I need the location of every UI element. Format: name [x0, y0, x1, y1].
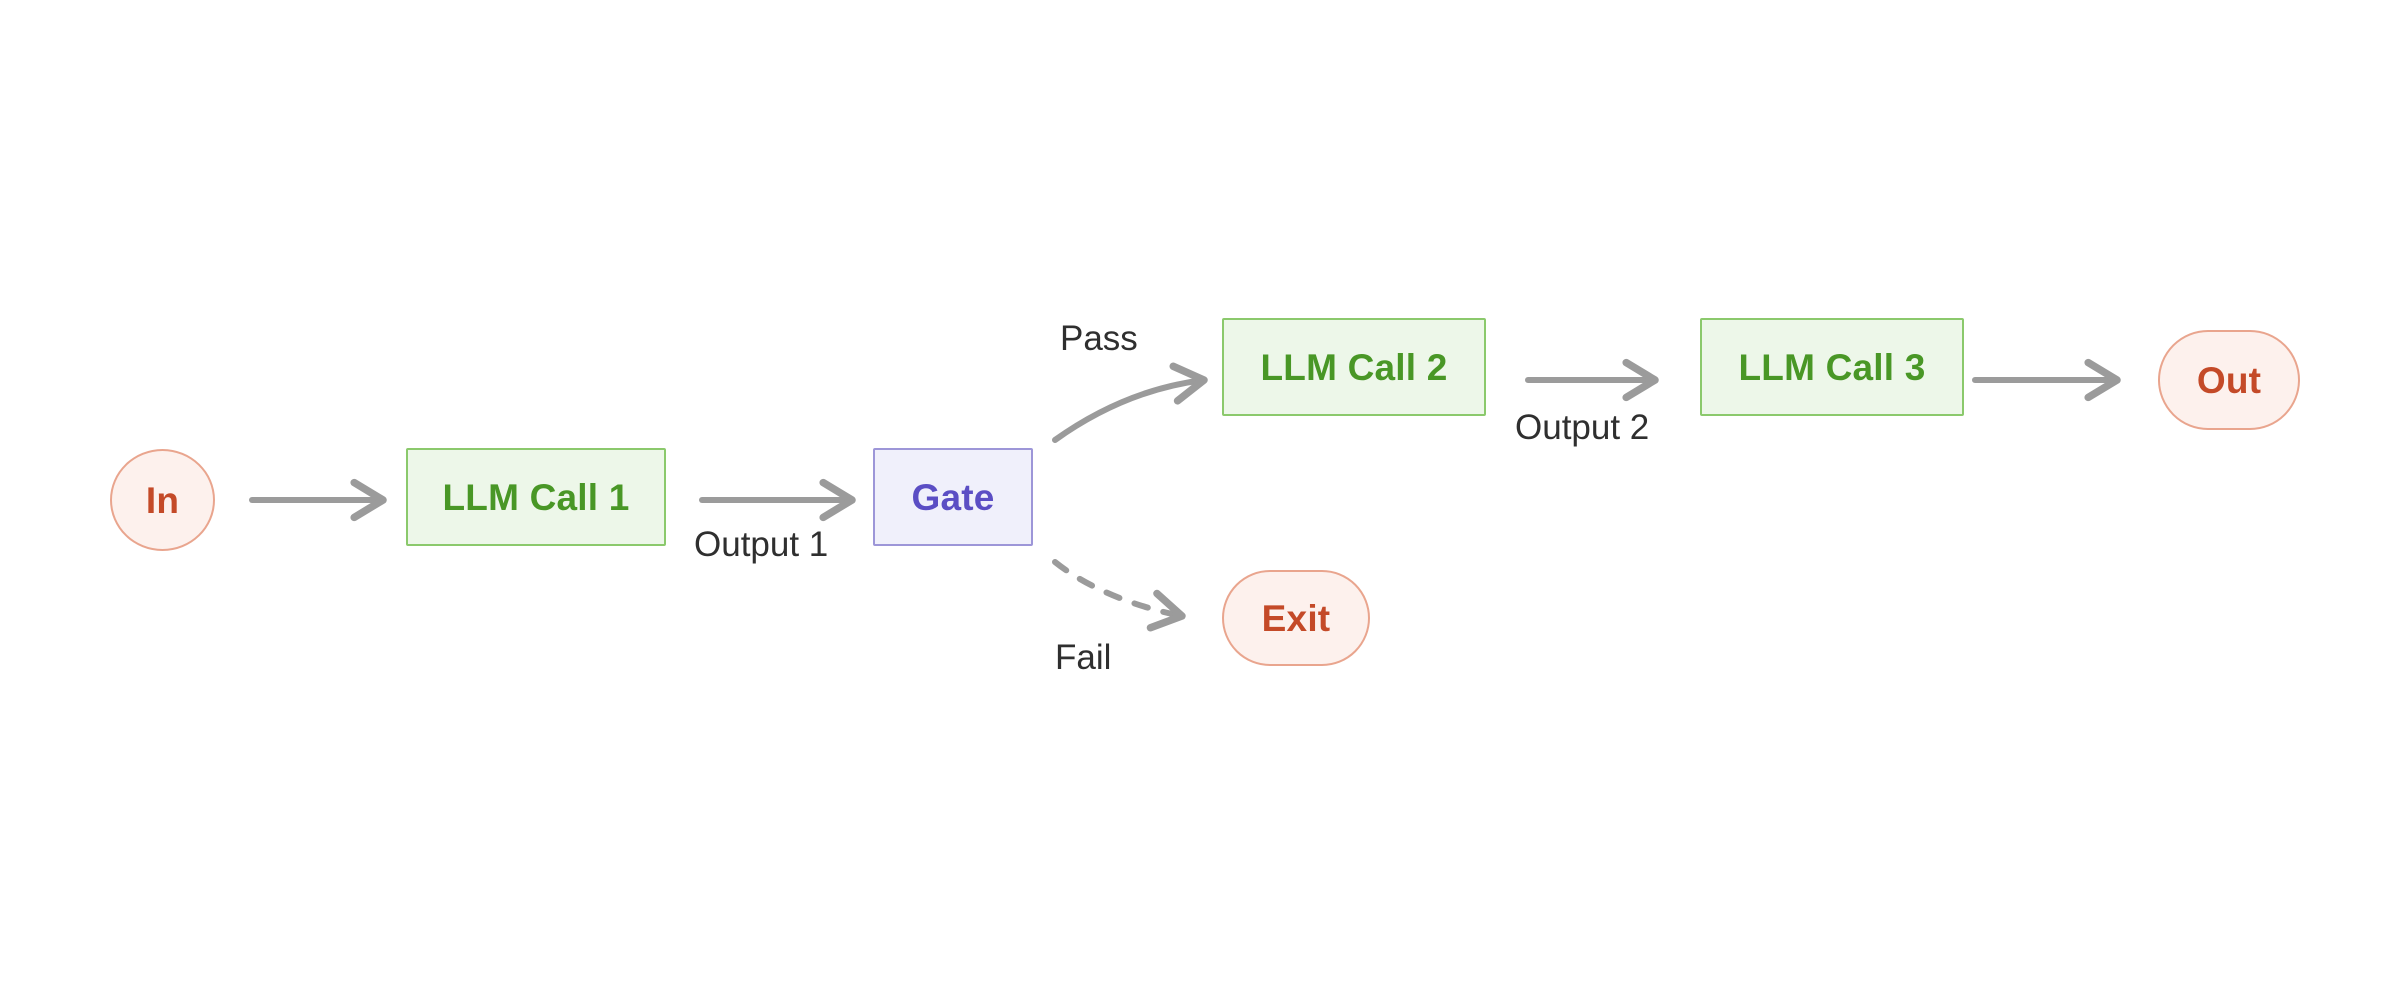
node-llm-call-3-label: LLM Call 3 [1738, 346, 1926, 388]
node-gate[interactable]: Gate [873, 448, 1033, 546]
node-llm-call-2-label: LLM Call 2 [1260, 346, 1448, 388]
node-exit-label: Exit [1261, 597, 1331, 639]
edge-label-output-1: Output 1 [694, 525, 829, 564]
node-gate-label: Gate [911, 476, 995, 518]
node-exit[interactable]: Exit [1222, 570, 1370, 666]
edge-gate-to-exit [1052, 559, 1186, 632]
edge-gate-to-call2 [1052, 362, 1208, 443]
node-llm-call-1[interactable]: LLM Call 1 [406, 448, 666, 546]
edge-label-pass: Pass [1060, 319, 1138, 358]
node-in[interactable]: In [110, 449, 215, 551]
node-out-label: Out [2196, 359, 2262, 401]
node-in-label: In [145, 479, 180, 521]
node-llm-call-3[interactable]: LLM Call 3 [1700, 318, 1964, 416]
edge-label-output-2: Output 2 [1515, 408, 1650, 447]
node-llm-call-1-label: LLM Call 1 [442, 476, 630, 518]
node-out[interactable]: Out [2158, 330, 2300, 430]
edge-label-fail: Fail [1055, 638, 1112, 677]
node-llm-call-2[interactable]: LLM Call 2 [1222, 318, 1486, 416]
